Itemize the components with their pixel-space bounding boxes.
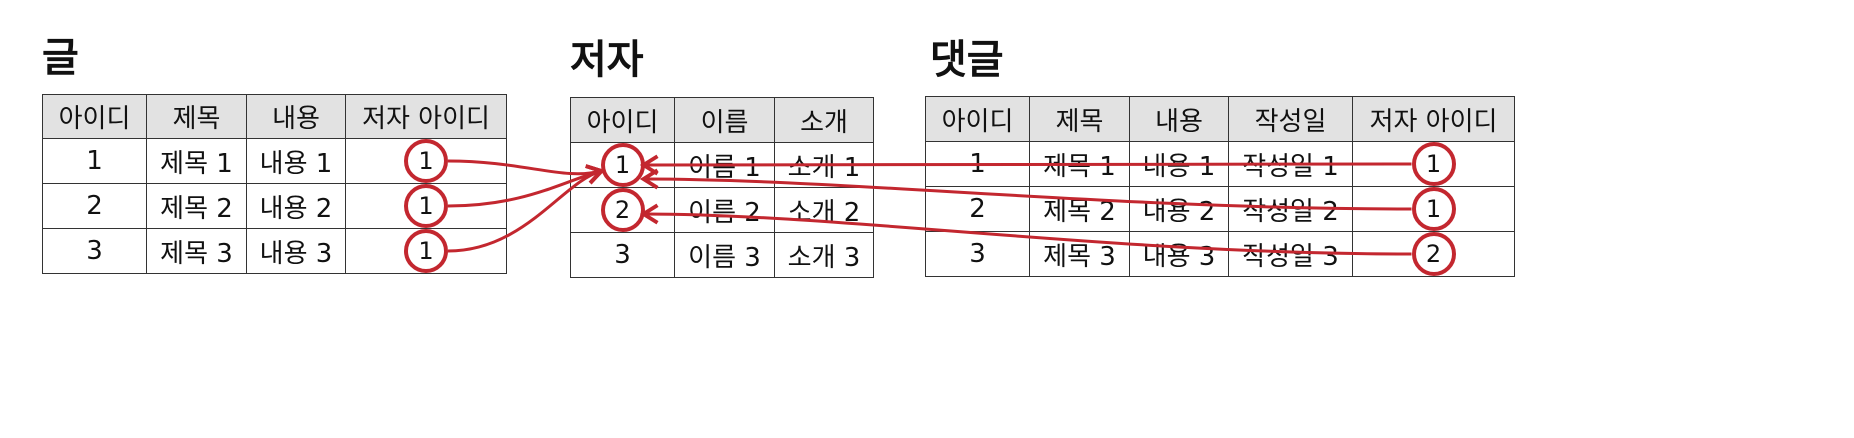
foreign-key-marker: 1 <box>1411 187 1456 231</box>
comments-cell-content: 내용 3 <box>1129 231 1229 277</box>
table-row: 1 제목 1 내용 1 1 <box>42 138 507 184</box>
posts-title: 글 <box>42 35 79 81</box>
comments-cell-title: 제목 1 <box>1029 141 1130 187</box>
posts-header-row: 아이디 제목 내용 저자 아이디 <box>42 94 507 139</box>
comments-cell-id: 3 <box>925 231 1030 277</box>
authors-header-id: 아이디 <box>570 97 675 143</box>
table-row: 1 제목 1 내용 1 작성일 1 1 <box>925 141 1515 187</box>
posts-cell-author-id: 1 <box>345 228 507 274</box>
comments-header-content: 내용 <box>1129 96 1229 142</box>
primary-key-marker: 1 <box>600 143 645 187</box>
posts-header-content: 내용 <box>246 94 346 139</box>
comments-cell-id: 2 <box>925 186 1030 232</box>
authors-cell-intro: 소개 2 <box>774 187 874 233</box>
posts-cell-content: 내용 1 <box>246 138 346 184</box>
authors-cell-intro: 소개 1 <box>774 142 874 188</box>
comments-header-date: 작성일 <box>1228 96 1353 142</box>
posts-cell-id: 3 <box>42 228 147 274</box>
table-row: 1 이름 1 소개 1 <box>570 142 874 188</box>
authors-cell-name: 이름 1 <box>674 142 775 188</box>
comments-cell-content: 내용 1 <box>1129 141 1229 187</box>
comments-cell-author-id: 1 <box>1352 141 1515 187</box>
authors-title: 저자 <box>570 37 644 83</box>
comments-title: 댓글 <box>930 37 1004 83</box>
foreign-key-marker: 1 <box>404 139 448 183</box>
table-row: 3 제목 3 내용 3 작성일 3 2 <box>925 231 1515 277</box>
posts-header-id: 아이디 <box>42 94 147 139</box>
comments-cell-date: 작성일 1 <box>1228 141 1353 187</box>
foreign-key-marker: 1 <box>404 184 448 228</box>
comments-cell-date: 작성일 2 <box>1228 186 1353 232</box>
foreign-key-marker: 2 <box>1411 232 1456 276</box>
posts-header-title: 제목 <box>146 94 247 139</box>
comments-header-id: 아이디 <box>925 96 1030 142</box>
comments-header-title: 제목 <box>1029 96 1130 142</box>
comments-header-author-id: 저자 아이디 <box>1352 96 1515 142</box>
comments-cell-author-id: 2 <box>1352 231 1515 277</box>
table-row: 2 제목 2 내용 2 1 <box>42 183 507 229</box>
posts-cell-id: 2 <box>42 183 147 229</box>
authors-cell-intro: 소개 3 <box>774 232 874 278</box>
posts-cell-title: 제목 2 <box>146 183 247 229</box>
authors-cell-id: 1 <box>570 142 675 188</box>
authors-table: 아이디 이름 소개 1 이름 1 소개 1 2 이름 2 소개 2 3 이름 3… <box>570 97 874 278</box>
authors-header-row: 아이디 이름 소개 <box>570 97 874 143</box>
table-row: 3 제목 3 내용 3 1 <box>42 228 507 274</box>
authors-header-intro: 소개 <box>774 97 874 143</box>
posts-cell-content: 내용 2 <box>246 183 346 229</box>
posts-cell-title: 제목 1 <box>146 138 247 184</box>
authors-cell-id: 2 <box>570 187 675 233</box>
posts-cell-author-id: 1 <box>345 138 507 184</box>
table-row: 2 제목 2 내용 2 작성일 2 1 <box>925 186 1515 232</box>
foreign-key-marker: 1 <box>404 229 448 273</box>
posts-header-author-id: 저자 아이디 <box>345 94 507 139</box>
posts-table: 아이디 제목 내용 저자 아이디 1 제목 1 내용 1 1 2 제목 2 내용… <box>42 94 507 274</box>
comments-cell-content: 내용 2 <box>1129 186 1229 232</box>
posts-cell-id: 1 <box>42 138 147 184</box>
authors-header-name: 이름 <box>674 97 775 143</box>
authors-cell-name: 이름 3 <box>674 232 775 278</box>
foreign-key-marker: 1 <box>1411 142 1456 186</box>
comments-table: 아이디 제목 내용 작성일 저자 아이디 1 제목 1 내용 1 작성일 1 1… <box>925 96 1515 277</box>
authors-cell-id: 3 <box>570 232 675 278</box>
posts-cell-content: 내용 3 <box>246 228 346 274</box>
comments-cell-author-id: 1 <box>1352 186 1515 232</box>
comments-cell-id: 1 <box>925 141 1030 187</box>
posts-cell-author-id: 1 <box>345 183 507 229</box>
table-row: 2 이름 2 소개 2 <box>570 187 874 233</box>
comments-cell-date: 작성일 3 <box>1228 231 1353 277</box>
primary-key-marker: 2 <box>600 188 645 232</box>
comments-header-row: 아이디 제목 내용 작성일 저자 아이디 <box>925 96 1515 142</box>
comments-cell-title: 제목 2 <box>1029 186 1130 232</box>
posts-cell-title: 제목 3 <box>146 228 247 274</box>
comments-cell-title: 제목 3 <box>1029 231 1130 277</box>
table-row: 3 이름 3 소개 3 <box>570 232 874 278</box>
authors-cell-name: 이름 2 <box>674 187 775 233</box>
